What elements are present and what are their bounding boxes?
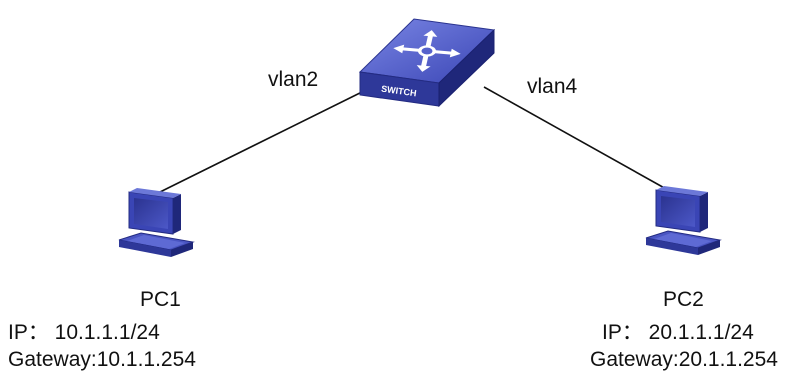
link-vlan2	[157, 86, 373, 194]
link-label-vlan4: vlan4	[527, 75, 578, 98]
switch-icon: SWITCH	[358, 18, 496, 108]
pc2-gateway: Gateway:20.1.1.254	[590, 348, 778, 371]
pc1-ip-address: IP： 10.1.1.1/24	[8, 321, 160, 344]
switch-label: SWITCH	[381, 84, 418, 99]
pc2-icon	[645, 186, 722, 255]
pc1-name: PC1	[140, 288, 181, 311]
pc2-ip-address: IP： 20.1.1.1/24	[602, 321, 754, 344]
pc1-icon	[118, 188, 195, 257]
link-vlan4	[483, 86, 669, 191]
pc2-name: PC2	[663, 288, 704, 311]
link-label-vlan2: vlan2	[268, 68, 319, 91]
pc1-gateway: Gateway:10.1.1.254	[8, 348, 196, 371]
